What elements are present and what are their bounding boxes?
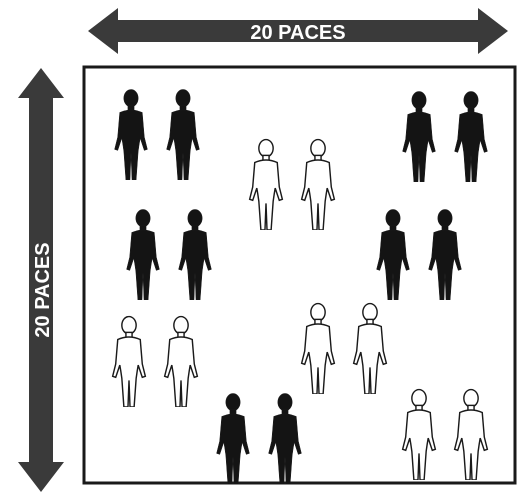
- dark-person-figure-icon: [115, 90, 148, 180]
- figure-pair-5: [377, 210, 462, 300]
- figure-pairs: [113, 90, 488, 484]
- dark-person-figure-icon: [429, 210, 462, 300]
- vertical-dimension-label: 20 PACES: [32, 242, 54, 337]
- figure-pair-9: [403, 390, 488, 480]
- light-person-figure-icon: [302, 140, 335, 230]
- figure-pair-8: [217, 394, 302, 484]
- light-person-figure-icon: [403, 390, 436, 480]
- vertical-dimension-arrow: 20 PACES: [18, 68, 64, 492]
- light-person-figure-icon: [354, 304, 387, 394]
- light-person-figure-icon: [165, 317, 198, 407]
- dark-person-figure-icon: [455, 92, 488, 182]
- figure-pair-6: [113, 317, 198, 407]
- figure-pair-1: [115, 90, 200, 180]
- horizontal-dimension-label: 20 PACES: [250, 22, 345, 44]
- dark-person-figure-icon: [179, 210, 212, 300]
- dark-person-figure-icon: [269, 394, 302, 484]
- figure-pair-2: [250, 140, 335, 230]
- light-person-figure-icon: [113, 317, 146, 407]
- light-person-figure-icon: [455, 390, 488, 480]
- dark-person-figure-icon: [377, 210, 410, 300]
- light-person-figure-icon: [302, 304, 335, 394]
- light-person-figure-icon: [250, 140, 283, 230]
- dark-person-figure-icon: [167, 90, 200, 180]
- horizontal-dimension-arrow: 20 PACES: [88, 8, 508, 54]
- figure-pair-3: [403, 92, 488, 182]
- dark-person-figure-icon: [403, 92, 436, 182]
- dark-person-figure-icon: [217, 394, 250, 484]
- figure-pair-7: [302, 304, 387, 394]
- figure-pair-4: [127, 210, 212, 300]
- dark-person-figure-icon: [127, 210, 160, 300]
